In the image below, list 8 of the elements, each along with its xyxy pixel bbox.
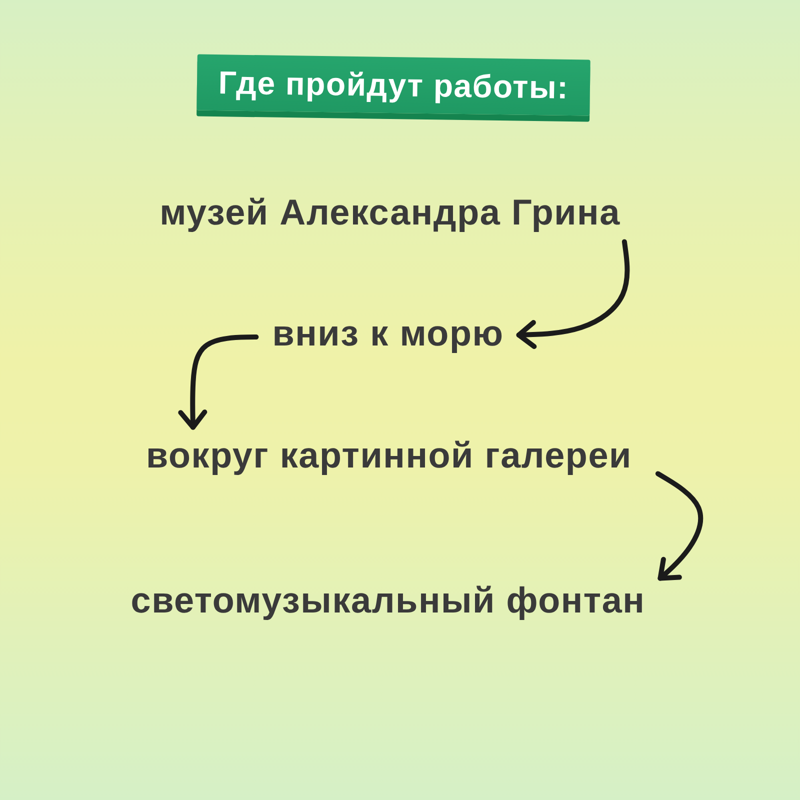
curved-arrow	[178, 334, 259, 430]
place-label: вниз к морю	[260, 308, 516, 358]
place-label: светомузыкальный фонтан	[118, 575, 658, 625]
place-label: музей Александра Грина	[148, 187, 632, 237]
curved-arrow	[516, 239, 630, 350]
place-label: вокруг картинной галереи	[134, 430, 644, 480]
title-banner: Где пройдут работы:	[196, 54, 590, 116]
curved-arrow	[655, 471, 704, 581]
